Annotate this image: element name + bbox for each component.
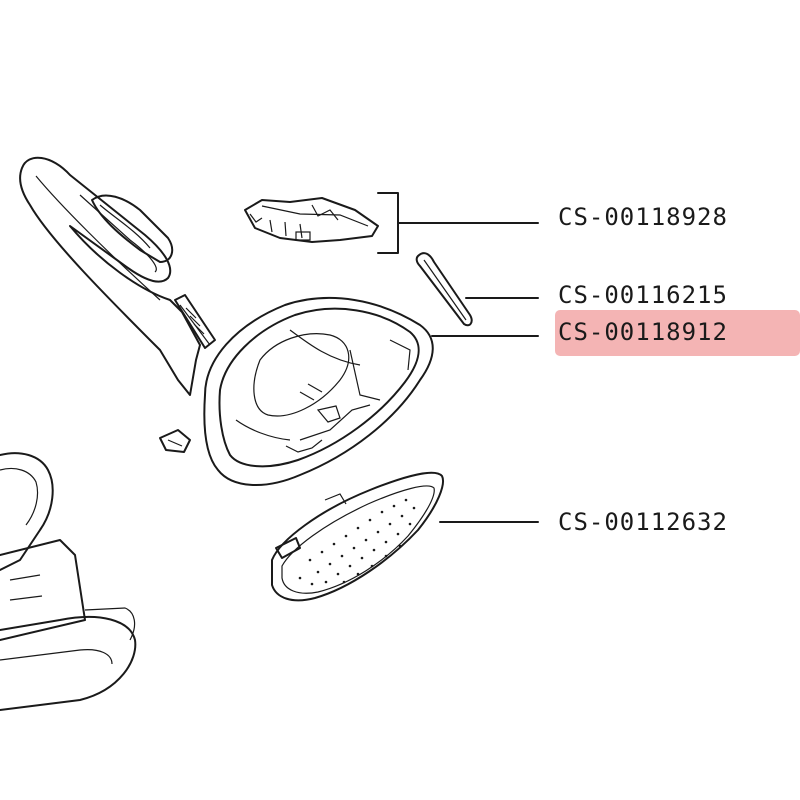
- soleplate-drawing: [271, 471, 444, 602]
- base-station-drawing: [0, 452, 137, 711]
- leader-lines: [377, 192, 539, 523]
- stick-part-drawing: [415, 252, 473, 327]
- handle-drawing: [19, 156, 216, 396]
- cover-part-drawing: [244, 197, 379, 243]
- part-number-label-2: CS-00116215: [558, 281, 728, 309]
- highlight-box: [555, 310, 800, 356]
- bracket-part-1: [377, 192, 399, 254]
- part-number-label-4: CS-00112632: [558, 508, 728, 536]
- iron-body-drawing: [159, 296, 434, 486]
- part-number-label-3-highlighted: CS-00118912: [558, 318, 728, 346]
- part-number-label-1: CS-00118928: [558, 203, 728, 231]
